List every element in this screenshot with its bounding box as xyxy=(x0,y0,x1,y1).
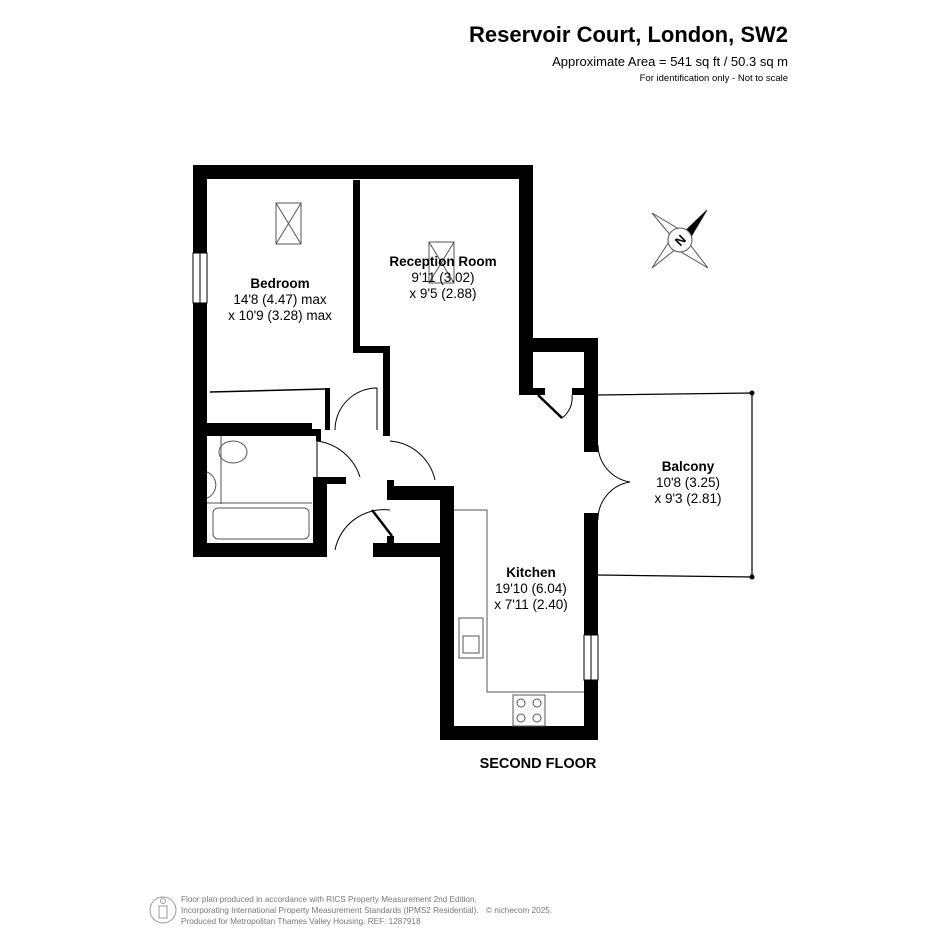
north-compass-icon: N xyxy=(651,209,709,269)
balcony-outline xyxy=(597,392,753,578)
bathroom-fixtures xyxy=(206,436,312,540)
internal-walls xyxy=(207,180,598,550)
disclaimer-note: For identification only - Not to scale xyxy=(639,73,788,84)
floor-label: SECOND FLOOR xyxy=(479,756,597,772)
kitchen-fixtures xyxy=(454,509,584,727)
footer: Floor plan produced in accordance with R… xyxy=(181,895,553,926)
loft-hatches xyxy=(275,202,455,284)
nichecom-logo xyxy=(149,896,177,924)
approximate-area: Approximate Area = 541 sq ft / 50.3 sq m xyxy=(552,54,788,69)
doors xyxy=(316,387,631,551)
property-title: Reservoir Court, London, SW2 xyxy=(468,22,788,47)
copyright: © nichecom 2025. xyxy=(486,906,553,915)
